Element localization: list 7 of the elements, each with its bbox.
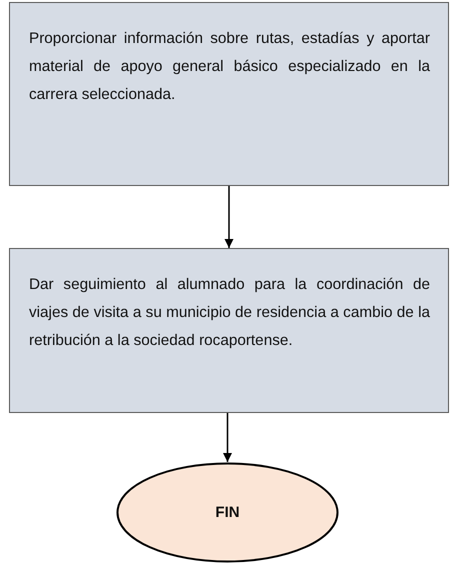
process-box: [9, 2, 449, 186]
arrow: [224, 186, 234, 248]
process-box: [9, 248, 449, 413]
process-text: Dar seguimiento al alumnado para la coordinación de viajes de visita a su municipio de residencia a cambio de la retribución a la sociedad rocaportense.: [29, 275, 430, 351]
arrow: [223, 413, 232, 462]
process-text: Proporcionar información sobre rutas, estadías y aportar material de apoyo general básico especializado en la carrera seleccionada.: [29, 29, 430, 105]
terminal-label: FIN: [215, 504, 240, 521]
